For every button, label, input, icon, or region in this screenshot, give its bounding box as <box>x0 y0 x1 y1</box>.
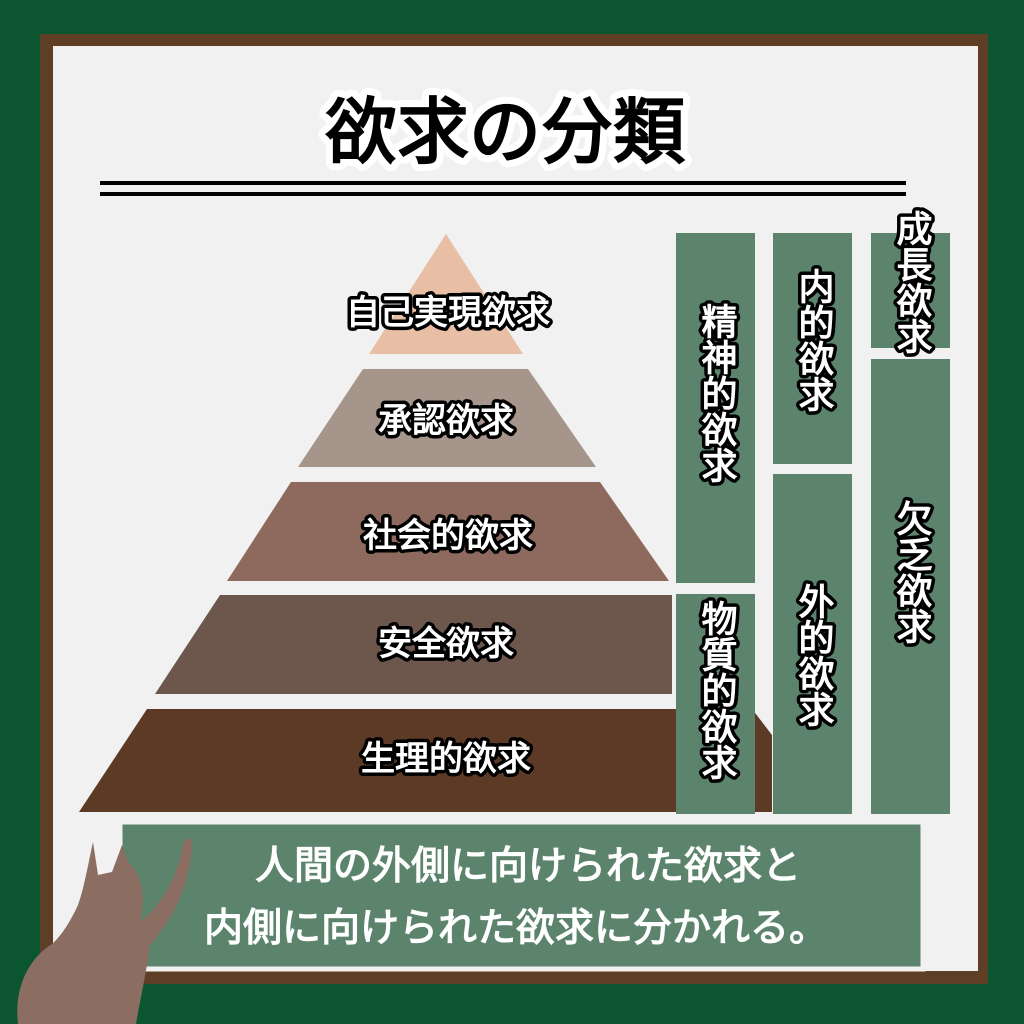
column-label-deficiency: 欠乏欲求 <box>891 499 934 644</box>
pyramid-tier-2-shape <box>298 369 596 467</box>
tier-label-social: 社会的欲求 <box>363 516 533 556</box>
column-material <box>676 594 755 814</box>
classification-columns: 精神的欲求 物質的欲求 内的欲求 外的欲求 成長欲求 欠乏欲求 <box>676 206 950 814</box>
column-label-material: 物質的欲求 <box>696 600 739 780</box>
page-title: 欲求の分類 <box>324 90 686 174</box>
pyramid-tier-4-shape <box>155 595 672 694</box>
tier-label-self-actualization: 自己実現欲求 <box>346 293 550 333</box>
pyramid: 自己実現欲求 承認欲求 社会的欲求 安全欲求 生理的欲求 <box>79 234 772 812</box>
column-growth <box>871 233 950 348</box>
column-label-mental: 精神的欲求 <box>696 303 739 483</box>
cat-silhouette-icon <box>17 837 192 1024</box>
caption-line-2: 内側に向けられた欲求に分かれる。 <box>204 906 828 951</box>
pyramid-tier-1-shape <box>369 234 523 354</box>
title-underline-top <box>100 181 906 185</box>
column-label-growth: 成長欲求 <box>891 210 934 354</box>
column-label-internal: 内的欲求 <box>793 268 836 412</box>
column-label-external: 外的欲求 <box>793 583 836 727</box>
column-internal <box>773 233 852 464</box>
tier-label-physiological: 生理的欲求 <box>361 739 531 779</box>
caption-line-1: 人間の外側に向けられた欲求と <box>255 844 801 889</box>
pyramid-tier-5-shape <box>79 709 772 812</box>
column-external <box>773 474 852 814</box>
column-mental <box>676 233 755 583</box>
tier-label-safety: 安全欲求 <box>378 624 514 664</box>
tier-label-esteem: 承認欲求 <box>378 401 514 441</box>
pyramid-tier-3-shape <box>227 482 669 581</box>
column-deficiency <box>871 359 950 814</box>
title-underline-bottom <box>100 192 906 196</box>
